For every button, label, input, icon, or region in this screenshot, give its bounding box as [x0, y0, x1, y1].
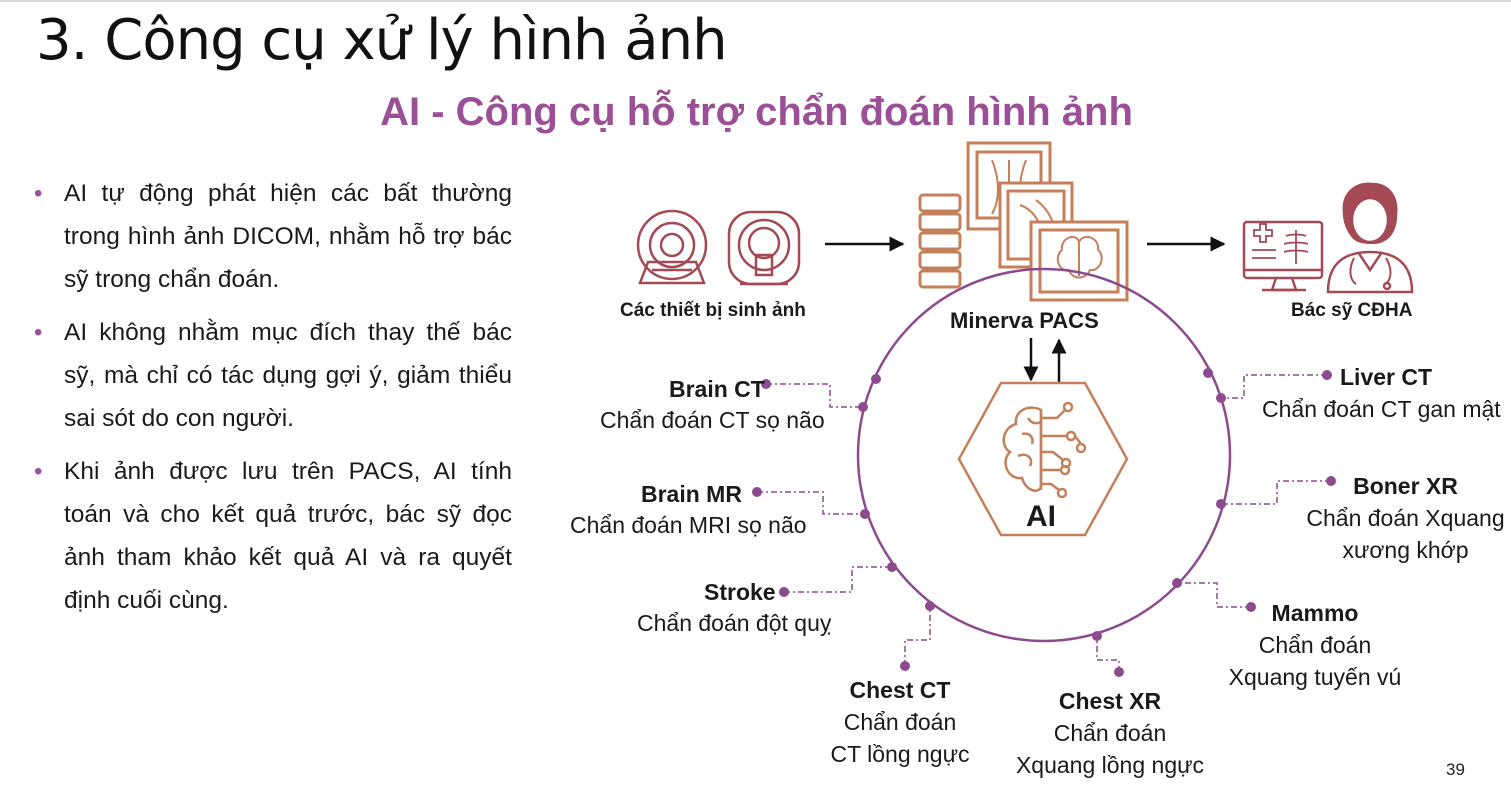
- module-dots: [752, 368, 1336, 677]
- bullet-dot-icon: •: [34, 180, 43, 207]
- ring-dot-brain-mr: [860, 509, 870, 519]
- module-chest-xr: Chest XR Chẩn đoán Xquang lồng ngực: [1005, 685, 1215, 781]
- module-chest-ct-name: Chest CT: [849, 677, 951, 703]
- module-mammo-desc2: Xquang tuyến vú: [1228, 664, 1402, 690]
- module-connectors: [757, 374, 1331, 672]
- page-number: 39: [1446, 760, 1465, 779]
- devices-label: Các thiết bị sinh ảnh: [620, 300, 806, 321]
- label-dot-brain-mr: [752, 487, 762, 497]
- module-chest-xr-desc2: Xquang lồng ngực: [1015, 752, 1205, 778]
- bullet-dot-icon: •: [34, 458, 43, 485]
- mri-scanner-icon: [727, 210, 801, 286]
- module-liver-ct-desc: Chẩn đoán CT gan mật: [1262, 396, 1501, 422]
- module-chest-ct-desc1: Chẩn đoán: [843, 709, 957, 735]
- label-dot-chest-xr: [1114, 667, 1124, 677]
- label-dot-boner-xr: [1326, 476, 1336, 486]
- module-brain-ct-name: Brain CT: [669, 376, 765, 402]
- top-rule: [0, 0, 1511, 2]
- label-dot-brain-ct: [761, 379, 771, 389]
- module-mammo-name: Mammo: [1271, 600, 1359, 626]
- module-mammo: Mammo Chẩn đoán Xquang tuyến vú: [1220, 597, 1410, 693]
- module-chest-xr-desc1: Chẩn đoán: [1053, 720, 1167, 746]
- module-stroke-name: Stroke: [704, 579, 776, 605]
- ring-dot-mammo: [1172, 578, 1182, 588]
- label-dot-stroke: [779, 587, 789, 597]
- bullet-dot-icon: •: [34, 319, 43, 346]
- label-dot-mammo: [1246, 602, 1256, 612]
- brain-chip-icon: [1002, 401, 1087, 499]
- bullet-list: • AI tự động phát hiện các bất thường tro…: [34, 172, 512, 632]
- pacs-images-icon: [918, 141, 1129, 302]
- slide-title: 3. Công cụ xử lý hình ảnh: [36, 8, 728, 73]
- ct-scanner-icon: [636, 209, 708, 285]
- module-brain-ct-desc: Chẩn đoán CT sọ não: [600, 407, 825, 433]
- module-chest-ct-desc2: CT lồng ngực: [830, 741, 970, 767]
- bullet-item: • AI không nhằm mục đích thay thế bác sỹ,…: [34, 311, 512, 440]
- module-stroke-desc: Chẩn đoán đột quỵ: [637, 610, 832, 636]
- module-brain-mr-desc: Chẩn đoán MRI sọ não: [570, 512, 807, 538]
- bullet-item: • Khi ảnh được lưu trên PACS, AI tính toá…: [34, 450, 512, 622]
- module-chest-ct: Chest CT Chẩn đoán CT lồng ngực: [820, 674, 980, 770]
- module-boner-xr-desc2: xương khớp: [1342, 537, 1469, 563]
- ring-dot-brain-ct: [858, 402, 868, 412]
- bullet-text: AI tự động phát hiện các bất thường tron…: [64, 180, 512, 293]
- ring-dot-stroke: [887, 562, 897, 572]
- ai-label: AI: [1026, 500, 1056, 533]
- ring-dot-chest-xr: [1092, 631, 1102, 641]
- module-mammo-desc1: Chẩn đoán: [1258, 632, 1372, 658]
- doctor-label: Bác sỹ CĐHA: [1291, 300, 1413, 321]
- ai-hexagon: [957, 381, 1129, 537]
- label-dot-chest-ct: [900, 661, 910, 671]
- slide-subtitle: AI - Công cụ hỗ trợ chẩn đoán hình ảnh: [380, 90, 1133, 134]
- module-boner-xr-name: Boner XR: [1353, 473, 1458, 499]
- pacs-label: Minerva PACS: [950, 308, 1099, 333]
- module-liver-ct-name: Liver CT: [1340, 364, 1433, 390]
- module-chest-xr-name: Chest XR: [1058, 688, 1162, 714]
- bullet-item: • AI tự động phát hiện các bất thường tro…: [34, 172, 512, 301]
- ai-modules-ring: [856, 267, 1232, 643]
- module-boner-xr: Boner XR Chẩn đoán Xquang xương khớp: [1300, 470, 1511, 566]
- ring-dot-top-right: [1203, 368, 1213, 378]
- ring-dot-top-left: [871, 374, 881, 384]
- bullet-text: AI không nhằm mục đích thay thế bác sỹ, …: [64, 319, 512, 432]
- module-brain-mr-name: Brain MR: [641, 481, 742, 507]
- label-dot-liver-ct: [1322, 370, 1332, 380]
- module-boner-xr-desc1: Chẩn đoán Xquang: [1306, 505, 1505, 531]
- ring-dot-boner-xr: [1216, 499, 1226, 509]
- ring-dot-liver-ct: [1216, 393, 1226, 403]
- doctor-workstation-icon: [1242, 182, 1414, 294]
- bullet-text: Khi ảnh được lưu trên PACS, AI tính toán…: [64, 458, 512, 614]
- ring-dot-chest-ct: [925, 601, 935, 611]
